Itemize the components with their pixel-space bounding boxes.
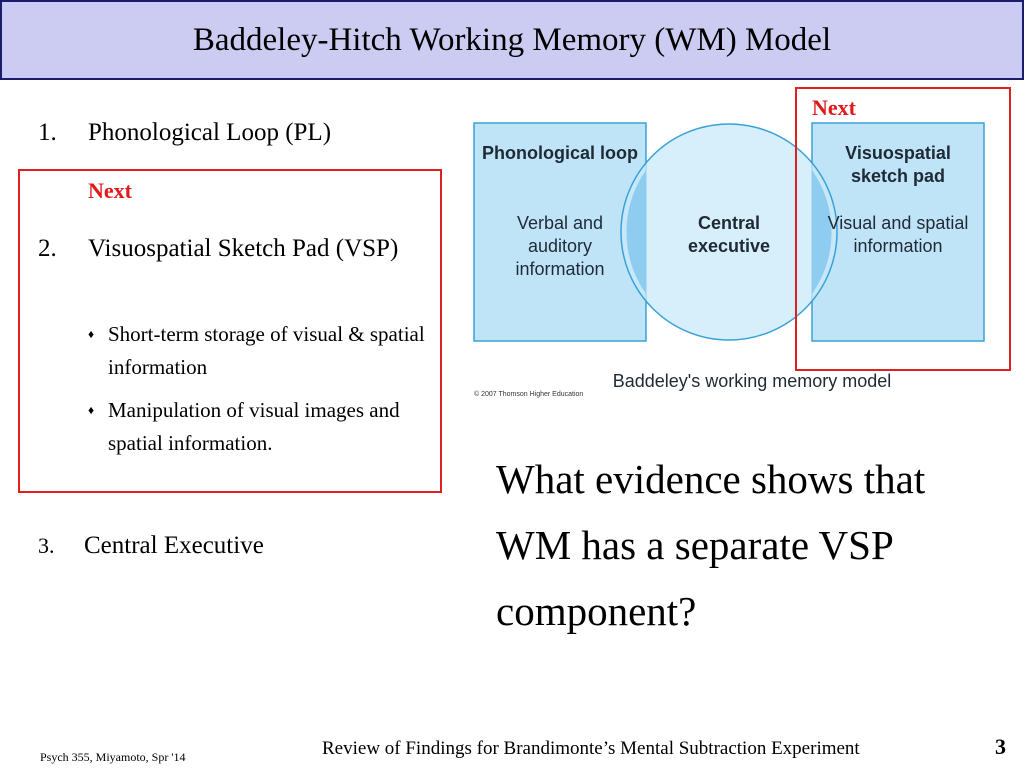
- list-item-1: 1. Phonological Loop (PL): [38, 119, 331, 147]
- central-executive-circle: [620, 123, 838, 341]
- title-bar: Baddeley-Hitch Working Memory (WM) Model: [0, 0, 1024, 80]
- visuospatial-box: [811, 122, 985, 342]
- figure-copyright: © 2007 Thomson Higher Education: [474, 391, 584, 398]
- wm-model-diagram: [473, 122, 985, 342]
- next-label-right: Next: [812, 95, 856, 120]
- central-executive-label: Central executive: [687, 213, 771, 256]
- phonological-loop-title: Phonological loop: [482, 143, 638, 163]
- phonological-loop-body: Verbal and auditory information: [515, 213, 605, 279]
- list-item-text: Visuospatial Sketch Pad (VSP): [88, 235, 399, 262]
- visuospatial-body: Visual and spatial information: [827, 213, 969, 256]
- question-text: What evidence shows that WM has a separa…: [496, 456, 926, 634]
- list-number: 2.: [38, 235, 57, 262]
- overlap-right: [812, 170, 832, 294]
- overlap-left: [626, 170, 646, 294]
- next-label-left: Next: [88, 178, 132, 203]
- list-item-text: Phonological Loop (PL): [88, 119, 332, 146]
- figure-caption: Baddeley's working memory model: [612, 371, 892, 391]
- phonological-loop-box: [473, 122, 647, 342]
- list-number: 1.: [38, 119, 57, 146]
- footer-course: Psych 355, Miyamoto, Spr '14: [40, 750, 186, 764]
- sub-bullet-text: Manipulation of visual images and spatia…: [108, 398, 400, 455]
- highlight-box-figure: [795, 87, 1011, 371]
- list-number: 3.: [38, 533, 55, 558]
- list-item-3: 3. Central Executive: [38, 532, 264, 560]
- diamond-bullet-icon: ♦: [88, 403, 95, 417]
- visuospatial-title: Visuospatial sketch pad: [845, 143, 951, 186]
- highlight-box-vsp: [18, 169, 442, 493]
- footer-title: Review of Findings for Brandimonte’s Men…: [322, 738, 860, 759]
- page-number: 3: [995, 734, 1006, 759]
- diamond-bullet-icon: ♦: [88, 327, 95, 341]
- wm-model-figure: Phonological loop Verbal and auditory in…: [470, 118, 1010, 408]
- sub-bullet-text: Short-term storage of visual & spatial i…: [108, 322, 425, 379]
- slide-title: Baddeley-Hitch Working Memory (WM) Model: [192, 21, 832, 58]
- list-item-text: Central Executive: [84, 532, 264, 559]
